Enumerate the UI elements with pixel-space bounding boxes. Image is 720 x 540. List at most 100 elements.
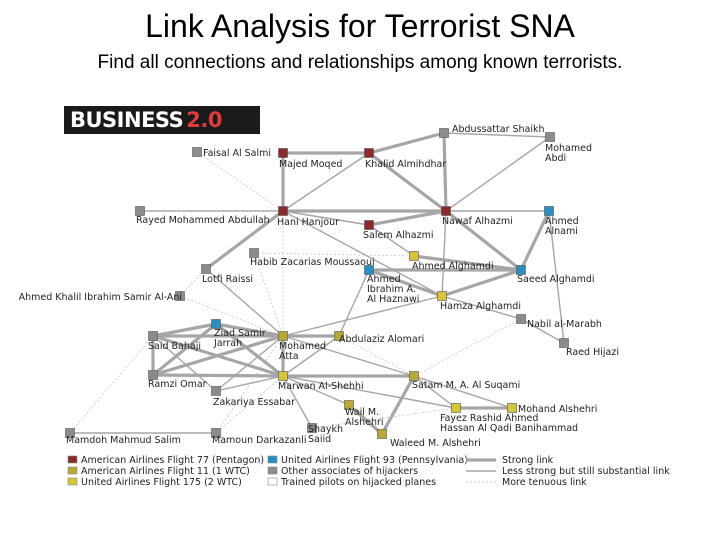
link-marwan-zakariya bbox=[215, 375, 284, 392]
legend-swatch bbox=[267, 455, 278, 464]
logo-word: BUSINESS bbox=[70, 108, 184, 132]
node-label: Hamza Alghamdi bbox=[440, 301, 521, 312]
node-wail: Wail M.Alshehri bbox=[344, 400, 384, 428]
node-ahmed_khalil: Ahmed Khalil Ibrahim Samir Al-Ani bbox=[19, 291, 185, 303]
legend-swatch bbox=[67, 466, 78, 475]
legend-item-aa77: American Airlines Flight 77 (Pentagon) bbox=[67, 455, 264, 466]
node-label: Khalid Almihdhar bbox=[365, 159, 446, 170]
node-label: Lotfi Raissi bbox=[202, 274, 253, 285]
link-ahmed_ibrahim-hamza bbox=[368, 268, 443, 298]
node-marker bbox=[545, 132, 555, 142]
node-marker bbox=[516, 314, 526, 324]
link-hamza-mohamed_atta bbox=[282, 295, 443, 337]
node-label: Ahmed Alghamdi bbox=[412, 261, 494, 272]
link-abdussattar-mohamed_abdi bbox=[443, 132, 551, 138]
legend-swatch bbox=[267, 477, 278, 486]
node-hamza: Hamza Alghamdi bbox=[437, 291, 521, 312]
link-mohamed_atta-satam bbox=[282, 335, 415, 377]
link-marwan-wail bbox=[282, 375, 350, 406]
node-lotfi: Lotfi Raissi bbox=[201, 264, 253, 285]
link-satam-mohand bbox=[413, 375, 513, 409]
link-ramzi-marwan bbox=[152, 373, 284, 378]
node-marker bbox=[211, 386, 221, 396]
node-ramzi: Ramzi Omar bbox=[148, 370, 207, 390]
node-marker bbox=[307, 423, 317, 433]
link-ahmed_alnami-saeed bbox=[519, 210, 551, 271]
link-hani-lotfi bbox=[205, 209, 284, 271]
node-mohand: Mohand Alshehri bbox=[507, 403, 597, 415]
node-marker bbox=[364, 265, 374, 275]
legend-swatch bbox=[67, 455, 78, 464]
node-label: Abdulaziz Alomari bbox=[339, 334, 424, 345]
link-salem-ahmed_alghamdi bbox=[368, 224, 415, 257]
link-nawaf-salem bbox=[368, 209, 447, 227]
node-marker bbox=[175, 291, 185, 301]
link-hamza-nabil bbox=[441, 295, 522, 320]
link-habib-ahmed_alghamdi bbox=[253, 252, 415, 257]
node-khalid: Khalid Almihdhar bbox=[364, 148, 446, 170]
node-mamdoh: Mamdoh Mahmud Salim bbox=[65, 428, 181, 446]
node-marker bbox=[65, 428, 75, 438]
node-marker bbox=[377, 429, 387, 439]
link-nawaf-saeed bbox=[445, 209, 522, 272]
node-label: Majed Moqed bbox=[279, 159, 342, 170]
link-marwan-shaykh bbox=[282, 375, 313, 429]
legend-label: Other associates of hijackers bbox=[281, 466, 418, 477]
legend-swatch bbox=[67, 477, 78, 486]
link-marwan-mamoun bbox=[215, 375, 284, 434]
node-nawaf: Nawaf Alhazmi bbox=[441, 206, 513, 227]
node-marker bbox=[249, 248, 259, 258]
node-marker bbox=[559, 338, 569, 348]
link-khalid-nawaf bbox=[368, 151, 447, 213]
node-label: Nabil al-Marabh bbox=[527, 319, 602, 330]
node-nabil: Nabil al-Marabh bbox=[516, 314, 602, 330]
node-faisal: Faisal Al Salmi bbox=[192, 147, 271, 159]
legend-label: United Airlines Flight 175 (2 WTC) bbox=[81, 477, 242, 488]
link-faisal-hani bbox=[196, 151, 284, 212]
node-marwan: Marwan Al-Shehhi bbox=[278, 371, 364, 392]
link-ramzi-mohamed_atta bbox=[152, 334, 284, 377]
node-marker bbox=[192, 147, 202, 157]
node-said: Said Bahaji bbox=[148, 331, 201, 352]
link-abdussattar-nawaf bbox=[442, 132, 448, 212]
node-marker bbox=[148, 370, 158, 380]
link-said-mamdoh bbox=[69, 335, 154, 434]
logo-number: 2.0 bbox=[186, 108, 222, 132]
node-marker bbox=[409, 251, 419, 261]
node-marker bbox=[364, 220, 374, 230]
node-marker bbox=[135, 206, 145, 216]
link-wail-waleed bbox=[347, 403, 384, 436]
node-label: Ahmed Khalil Ibrahim Samir Al-Ani bbox=[19, 292, 182, 303]
node-marker bbox=[278, 371, 288, 381]
node-marker bbox=[278, 148, 288, 158]
link-abdulaziz-marwan bbox=[282, 335, 340, 377]
node-saeed: Saeed Alghamdi bbox=[516, 265, 595, 285]
node-salem: Salem Alhazmi bbox=[363, 220, 433, 241]
node-label: Wail M.Alshehri bbox=[345, 407, 384, 428]
legend-item-ua93: United Airlines Flight 93 (Pennsylvania) bbox=[267, 455, 468, 466]
node-marker bbox=[441, 206, 451, 216]
node-label: Mamoun Darkazanli bbox=[212, 435, 306, 446]
slide-title: Link Analysis for Terrorist SNA bbox=[145, 8, 575, 44]
node-label: Zakariya Essabar bbox=[213, 397, 295, 408]
legend-link-medium: Less strong but still substantial link bbox=[466, 466, 670, 477]
node-label: Rayed Mohammed Abdullah bbox=[136, 215, 270, 226]
node-hani: Hani Hanjour bbox=[277, 206, 339, 228]
legend-link-weak: More tenuous link bbox=[466, 477, 587, 488]
link-lotfi-mohamed_atta bbox=[205, 268, 284, 337]
link-nabil-raed bbox=[520, 318, 565, 344]
link-ahmed_alghamdi-saeed bbox=[413, 254, 522, 272]
legend-item-aa11: American Airlines Flight 11 (1 WTC) bbox=[67, 466, 250, 477]
link-ahmed_ibrahim-abdulaziz bbox=[338, 269, 370, 337]
node-label: Waleed M. Alshehri bbox=[390, 438, 481, 449]
legend-label: Trained pilots on hijacked planes bbox=[280, 477, 436, 488]
node-marker bbox=[507, 403, 517, 413]
node-marker bbox=[451, 403, 461, 413]
